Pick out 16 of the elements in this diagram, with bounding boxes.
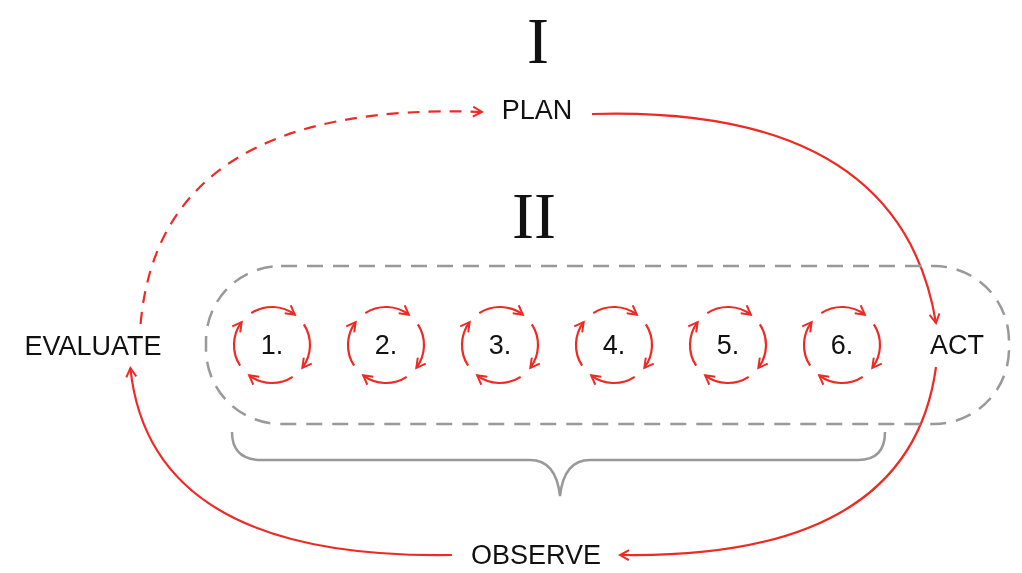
phase-numeral: I xyxy=(527,8,549,74)
arrow xyxy=(139,105,483,325)
arrow xyxy=(126,367,452,557)
step-number: 1. xyxy=(260,329,284,361)
stage-label: OBSERVE xyxy=(469,538,603,572)
stage-label: EVALUATE xyxy=(23,329,163,363)
step-number: 6. xyxy=(830,329,854,361)
arrow xyxy=(619,366,938,561)
step-number: 5. xyxy=(716,329,740,361)
step-number: 4. xyxy=(602,329,626,361)
step-number: 3. xyxy=(488,329,512,361)
stage-label: PLAN xyxy=(500,93,574,127)
step-number: 2. xyxy=(374,329,398,361)
arrow xyxy=(592,112,940,324)
stage-label: ACT xyxy=(929,328,985,362)
phase-numeral: II xyxy=(512,183,556,249)
